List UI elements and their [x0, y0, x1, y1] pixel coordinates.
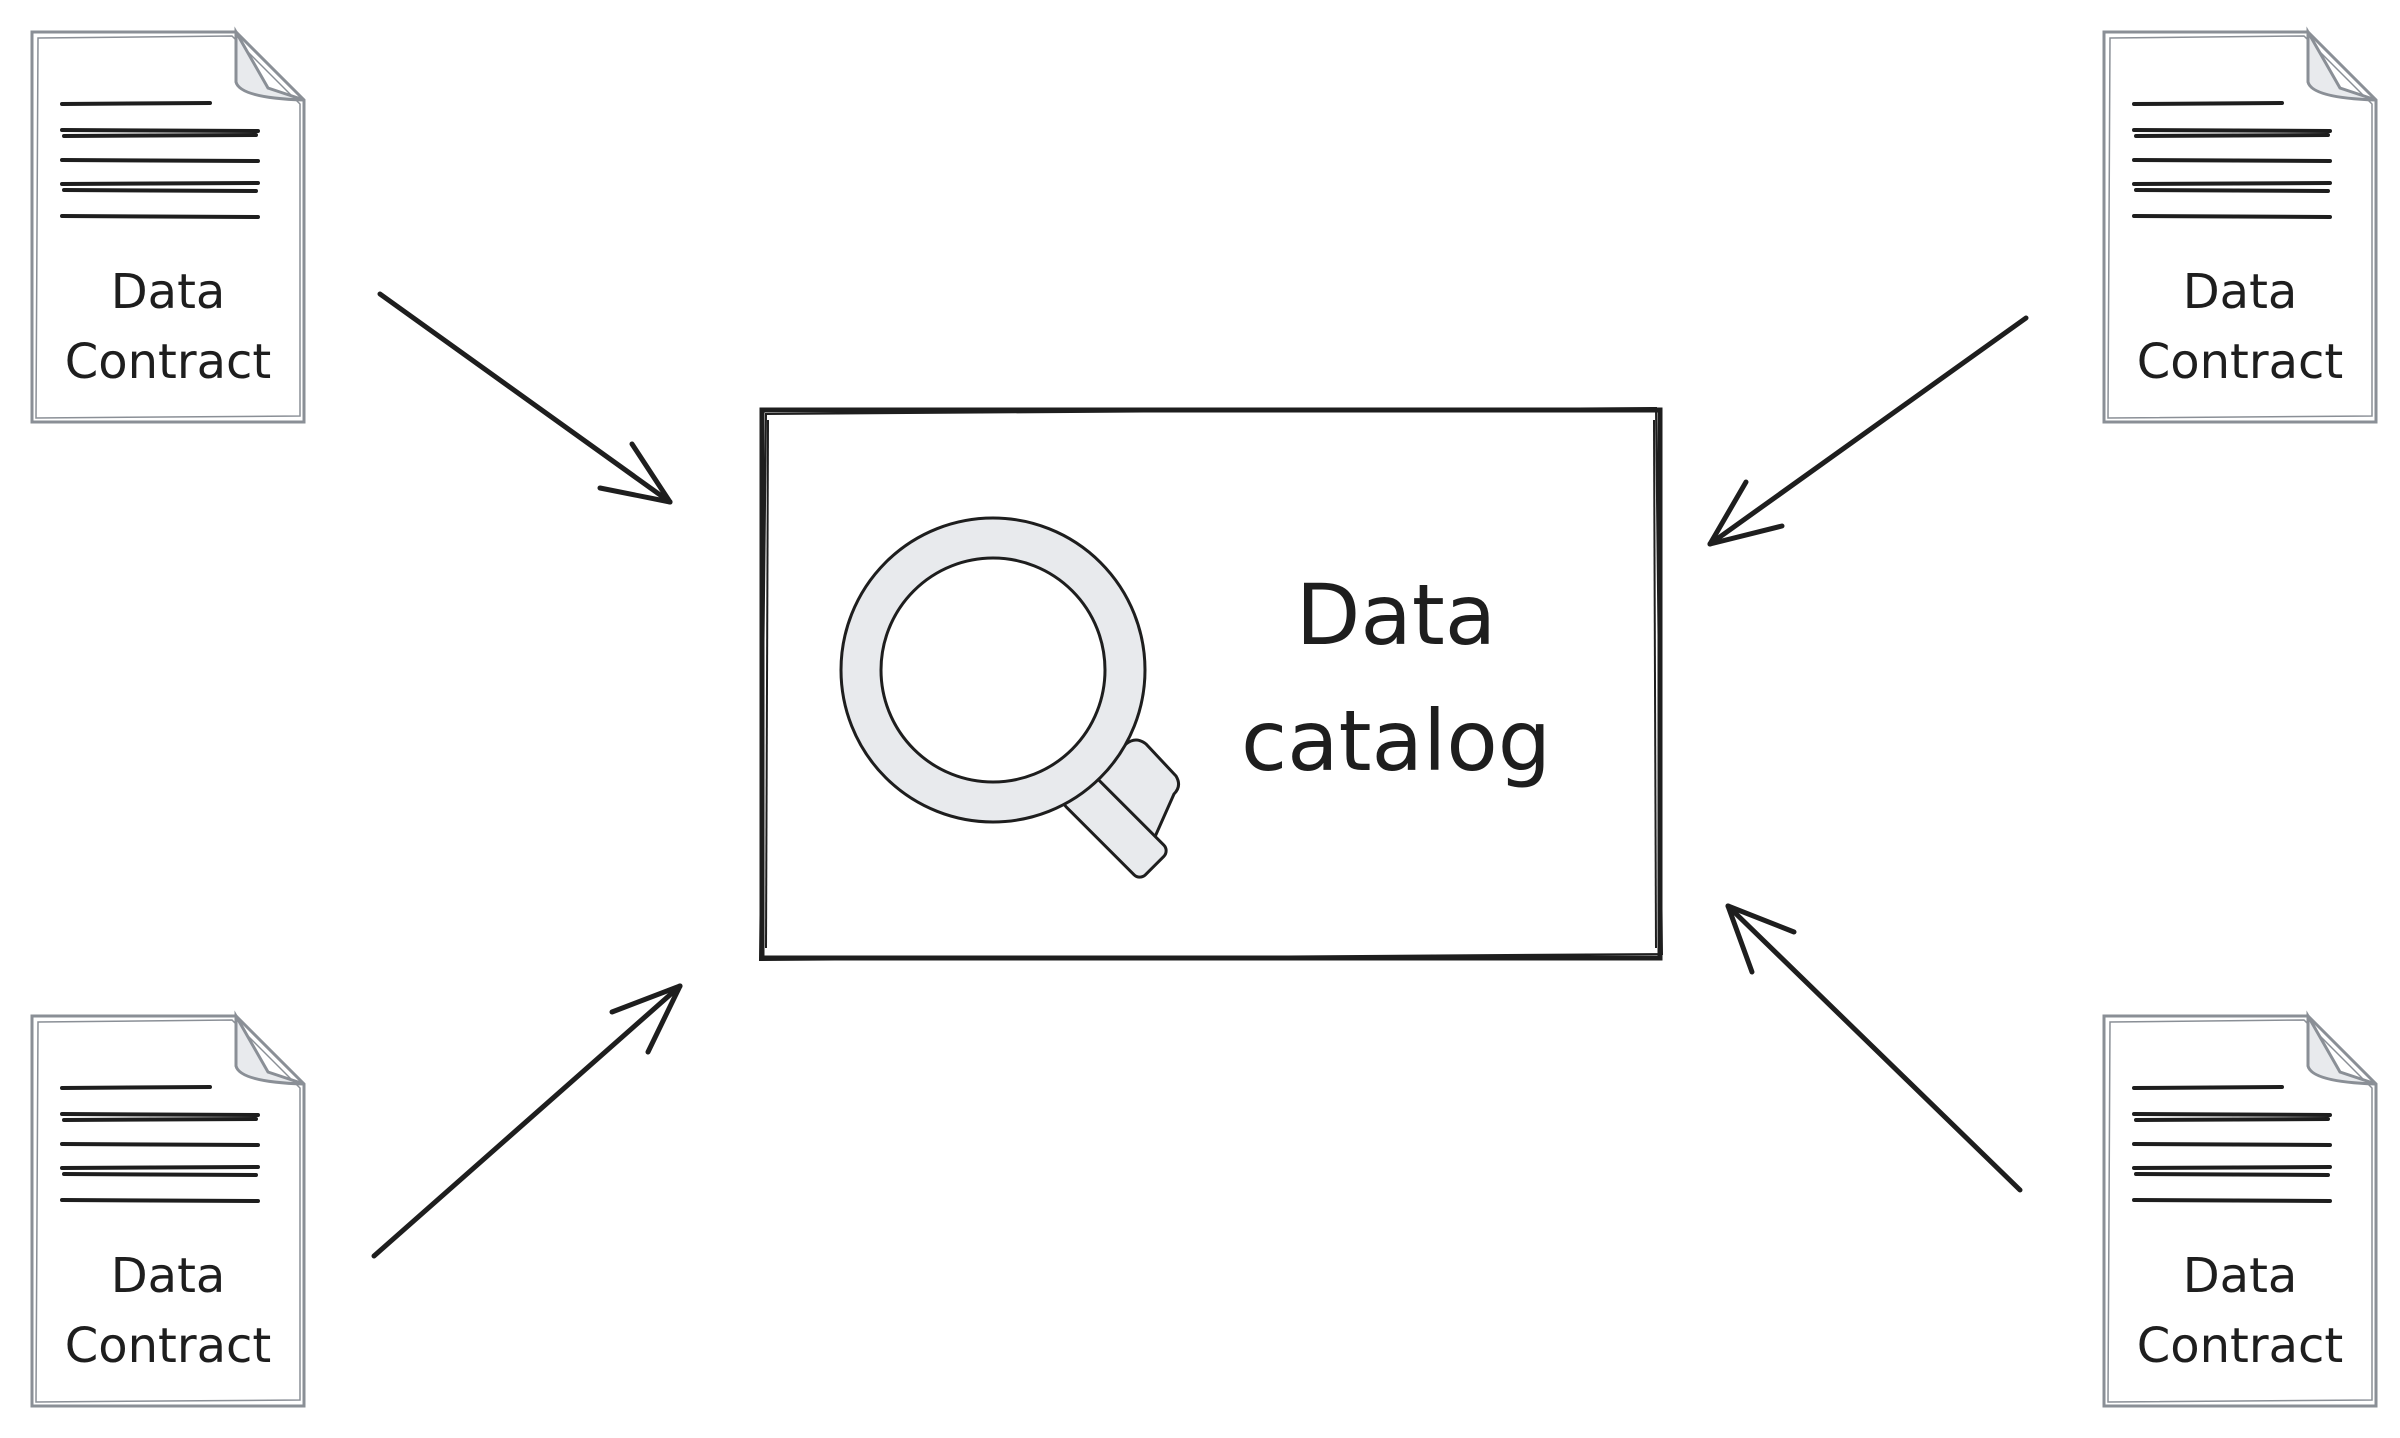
- data-catalog-box: Data catalog: [758, 406, 1664, 962]
- document-icon: [2102, 26, 2378, 424]
- document-icon: [30, 1010, 306, 1408]
- document-label-line1: Data: [2183, 264, 2298, 320]
- document-label-line2: Contract: [2137, 1318, 2343, 1374]
- magnifying-glass-icon: [839, 516, 1181, 879]
- document-label-line2: Contract: [65, 334, 271, 390]
- catalog-label-line1: Data: [1296, 566, 1497, 664]
- data-contract-document-top-right: Data Contract: [2102, 26, 2378, 424]
- arrow-bottom-left-to-catalog: [371, 983, 683, 1259]
- arrow-top-right-to-catalog: [1707, 315, 2029, 547]
- document-label-line1: Data: [111, 1248, 226, 1304]
- document-icon: [2102, 1010, 2378, 1408]
- data-contract-document-bottom-left: Data Contract: [30, 1010, 306, 1408]
- catalog-label-line2: catalog: [1241, 692, 1551, 790]
- arrow-bottom-right-to-catalog: [1725, 903, 2023, 1193]
- document-label-line2: Contract: [65, 1318, 271, 1374]
- data-contract-document-top-left: Data Contract: [30, 26, 306, 424]
- document-label-line2: Contract: [2137, 334, 2343, 390]
- data-contract-document-bottom-right: Data Contract: [2102, 1010, 2378, 1408]
- arrow-top-left-to-catalog: [377, 291, 673, 505]
- document-label-line1: Data: [2183, 1248, 2298, 1304]
- document-label-line1: Data: [111, 264, 226, 320]
- document-icon: [30, 26, 306, 424]
